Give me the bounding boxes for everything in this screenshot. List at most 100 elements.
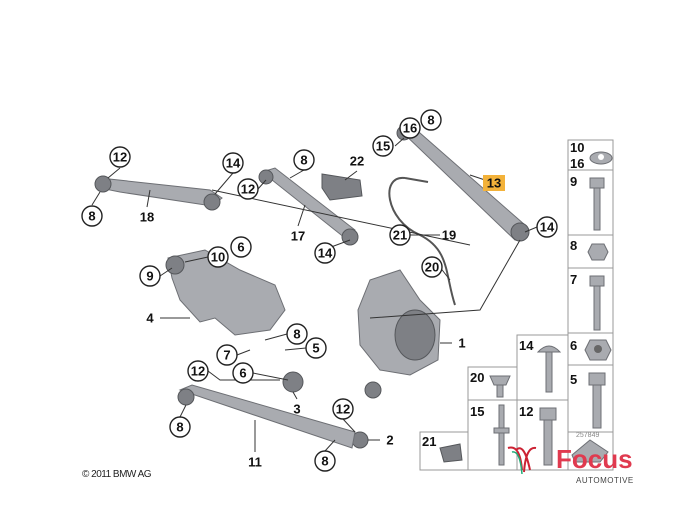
callout-number: 3 <box>293 402 300 417</box>
callout-number: 16 <box>403 121 417 136</box>
callout-circle <box>536 216 558 238</box>
callout-6: 6 <box>230 236 252 258</box>
ref-number: 257849 <box>576 432 600 439</box>
bushing-3 <box>282 371 304 393</box>
callout-8: 8 <box>81 205 103 227</box>
callout-circle <box>305 337 327 359</box>
callout-2: 2 <box>386 433 393 448</box>
callout-1: 1 <box>458 336 465 351</box>
callout-8: 8 <box>420 109 442 131</box>
callout-circle <box>230 236 252 258</box>
callout-number: 8 <box>88 209 95 224</box>
callout-number: 14 <box>540 220 555 235</box>
callout-12: 12 <box>187 360 209 382</box>
callout-circle <box>232 362 254 384</box>
callout-circle <box>421 256 443 278</box>
logo-tagline: AUTOMOTIVE <box>576 476 634 485</box>
callout-number: 13 <box>487 176 501 191</box>
panel-label-16: 16 <box>570 156 584 171</box>
callout-5: 5 <box>305 337 327 359</box>
callout-14: 14 <box>222 152 244 174</box>
callout-17: 17 <box>291 229 305 244</box>
callout-number: 4 <box>146 311 154 326</box>
callout-number: 8 <box>176 420 183 435</box>
panel-label-10: 10 <box>570 140 584 155</box>
callout-number: 8 <box>427 113 434 128</box>
callout-14: 14 <box>314 242 336 264</box>
wheel-carrier-1 <box>357 269 441 376</box>
callout-number: 8 <box>321 454 328 469</box>
panel-label-6: 6 <box>570 338 577 353</box>
copyright-text: © 2011 BMW AG <box>82 469 152 480</box>
logo-brand-text: Focus <box>556 444 633 474</box>
callout-number: 6 <box>239 366 246 381</box>
callout-7: 7 <box>216 344 238 366</box>
callout-circle <box>222 152 244 174</box>
callout-circle <box>399 117 421 139</box>
callout-number: 14 <box>318 246 333 261</box>
callout-14: 14 <box>536 216 558 238</box>
callout-number: 20 <box>425 260 439 275</box>
callout-3: 3 <box>293 402 300 417</box>
callout-number: 17 <box>291 229 305 244</box>
panel-label-14: 14 <box>519 338 534 353</box>
callout-number: 2 <box>386 433 393 448</box>
callout-9: 9 <box>139 265 161 287</box>
callout-circle <box>207 246 229 268</box>
callout-number: 12 <box>336 402 350 417</box>
callout-8: 8 <box>169 416 191 438</box>
focus-automotive-logo: Focus AUTOMOTIVE <box>500 440 633 485</box>
callout-circle <box>293 149 315 171</box>
callout-circle <box>314 242 336 264</box>
callout-circle <box>389 224 411 246</box>
control-arm-11 <box>177 384 356 449</box>
callout-circle <box>314 450 336 472</box>
control-arm-18 <box>94 175 223 211</box>
callout-8: 8 <box>286 323 308 345</box>
callout-circle <box>109 146 131 168</box>
callout-circle <box>332 398 354 420</box>
callout-4: 4 <box>146 311 154 326</box>
callout-number: 14 <box>226 156 241 171</box>
callout-number: 7 <box>223 348 230 363</box>
bushing-2 <box>351 381 382 449</box>
callout-number: 12 <box>191 364 205 379</box>
callout-number: 9 <box>146 269 153 284</box>
callout-13: 13 <box>483 175 505 191</box>
callout-circle <box>420 109 442 131</box>
panel-label-8: 8 <box>570 238 577 253</box>
callout-12: 12 <box>109 146 131 168</box>
callout-number: 1 <box>458 336 465 351</box>
callout-number: 5 <box>312 341 319 356</box>
callout-number: 19 <box>442 228 456 243</box>
callout-number: 18 <box>140 210 154 225</box>
callout-number: 22 <box>350 154 364 169</box>
control-arm-17 <box>258 167 359 246</box>
panel-label-7: 7 <box>570 272 577 287</box>
logo-mark-icon <box>507 446 537 475</box>
callout-number: 21 <box>393 228 407 243</box>
panel-label-21: 21 <box>422 434 436 449</box>
callout-number: 15 <box>376 139 390 154</box>
callout-21: 21 <box>389 224 411 246</box>
callout-19: 19 <box>442 228 456 243</box>
callout-16: 16 <box>399 117 421 139</box>
callout-12: 12 <box>237 178 259 200</box>
hardware-panel <box>419 139 614 471</box>
panel-label-20: 20 <box>470 370 484 385</box>
control-arm-13 <box>396 125 530 242</box>
callout-20: 20 <box>421 256 443 278</box>
callout-10: 10 <box>207 246 229 268</box>
callout-number: 10 <box>211 250 225 265</box>
callout-circle <box>169 416 191 438</box>
callout-number: 11 <box>248 455 262 470</box>
callout-circle <box>139 265 161 287</box>
panel-label-15: 15 <box>470 404 484 419</box>
callout-12: 12 <box>332 398 354 420</box>
callout-8: 8 <box>314 450 336 472</box>
callout-number: 6 <box>237 240 244 255</box>
callout-18: 18 <box>140 210 154 225</box>
callout-circle <box>372 135 394 157</box>
